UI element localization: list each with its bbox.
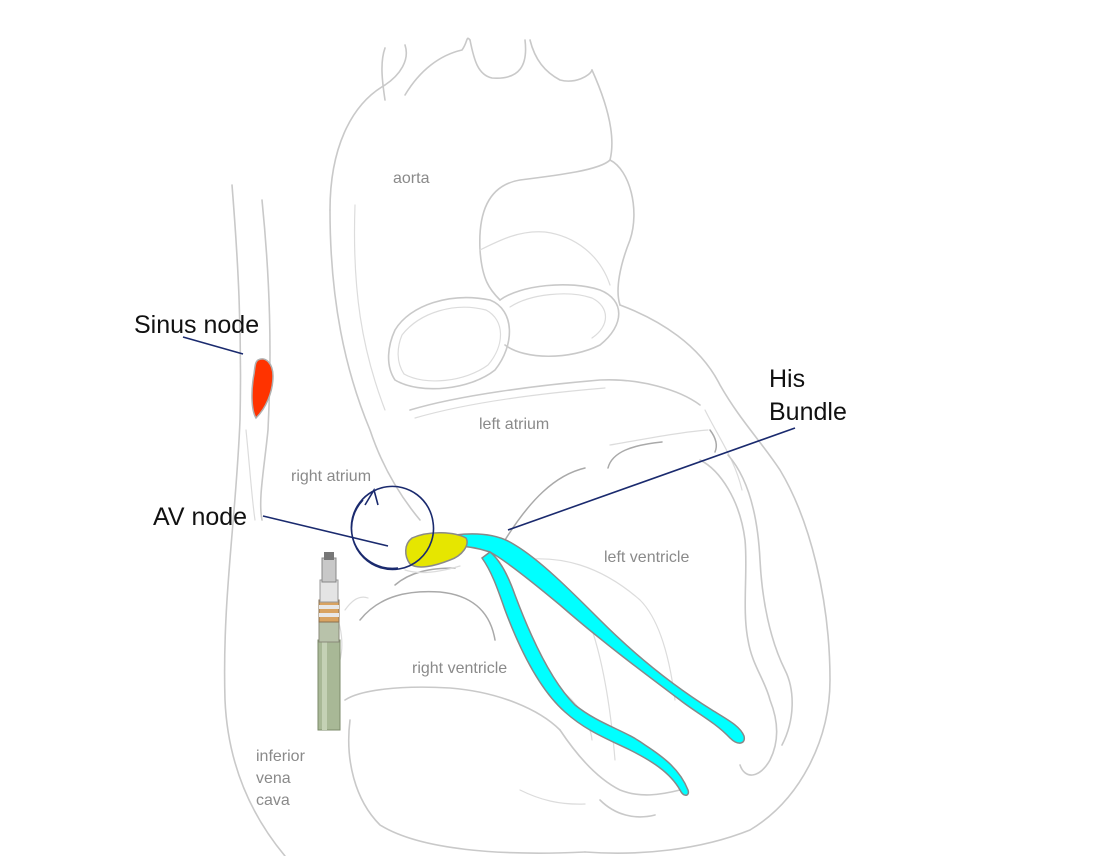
ivc-label-line2: vena xyxy=(256,770,291,787)
sinus-node-label: Sinus node xyxy=(134,311,259,339)
his-bundle-leader xyxy=(507,427,796,531)
his-bundle-label-line1: His xyxy=(769,365,805,393)
sinus-node-shape xyxy=(251,358,274,420)
left-atrium-label: left atrium xyxy=(479,416,549,433)
sinus-node-leader xyxy=(182,336,244,355)
right-ventricle-label: right ventricle xyxy=(412,660,507,677)
ivc-label-line1: inferior xyxy=(256,748,306,765)
left-ventricle-label: left ventricle xyxy=(604,549,689,566)
his-bundle-label-line2: Bundle xyxy=(769,398,847,426)
rotation-arrow-icon xyxy=(350,485,435,571)
ivc-label-line3: cava xyxy=(256,792,290,809)
his-bundle-shape xyxy=(454,533,746,796)
av-node-leader xyxy=(262,515,389,547)
heart-outline xyxy=(223,37,831,856)
catheter-icon xyxy=(317,552,341,731)
av-node-label: AV node xyxy=(153,503,247,531)
av-node-shape xyxy=(405,532,468,568)
aorta-label: aorta xyxy=(393,170,430,187)
right-atrium-label: right atrium xyxy=(291,468,371,485)
